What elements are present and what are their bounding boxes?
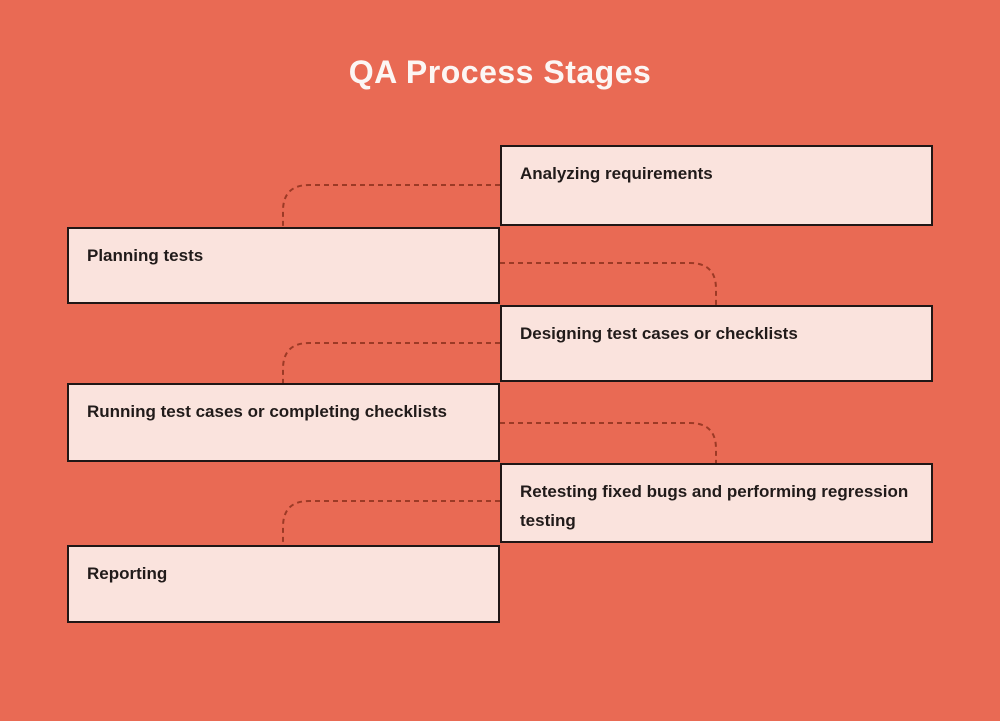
stage-box-reporting: Reporting [67, 545, 500, 623]
connector-running-to-retesting [500, 422, 717, 463]
connector-designing-to-running [282, 342, 500, 383]
stage-box-retesting: Retesting fixed bugs and performing regr… [500, 463, 933, 543]
stage-box-planning-tests: Planning tests [67, 227, 500, 304]
stage-box-running-test-cases: Running test cases or completing checkli… [67, 383, 500, 462]
diagram-title: QA Process Stages [348, 54, 652, 90]
connector-analyzing-to-planning [282, 184, 500, 227]
stage-box-analyzing-requirements: Analyzing requirements [500, 145, 933, 226]
connector-retesting-to-reporting [282, 500, 500, 545]
stage-label: Running test cases or completing checkli… [87, 402, 447, 421]
stage-label: Retesting fixed bugs and performing regr… [520, 482, 909, 530]
stage-label: Analyzing requirements [520, 164, 713, 183]
connector-planning-to-designing [500, 262, 717, 305]
stage-box-designing-test-cases: Designing test cases or checklists [500, 305, 933, 382]
stage-label: Designing test cases or checklists [520, 324, 798, 343]
stage-label: Planning tests [87, 246, 204, 265]
stage-label: Reporting [87, 564, 168, 583]
